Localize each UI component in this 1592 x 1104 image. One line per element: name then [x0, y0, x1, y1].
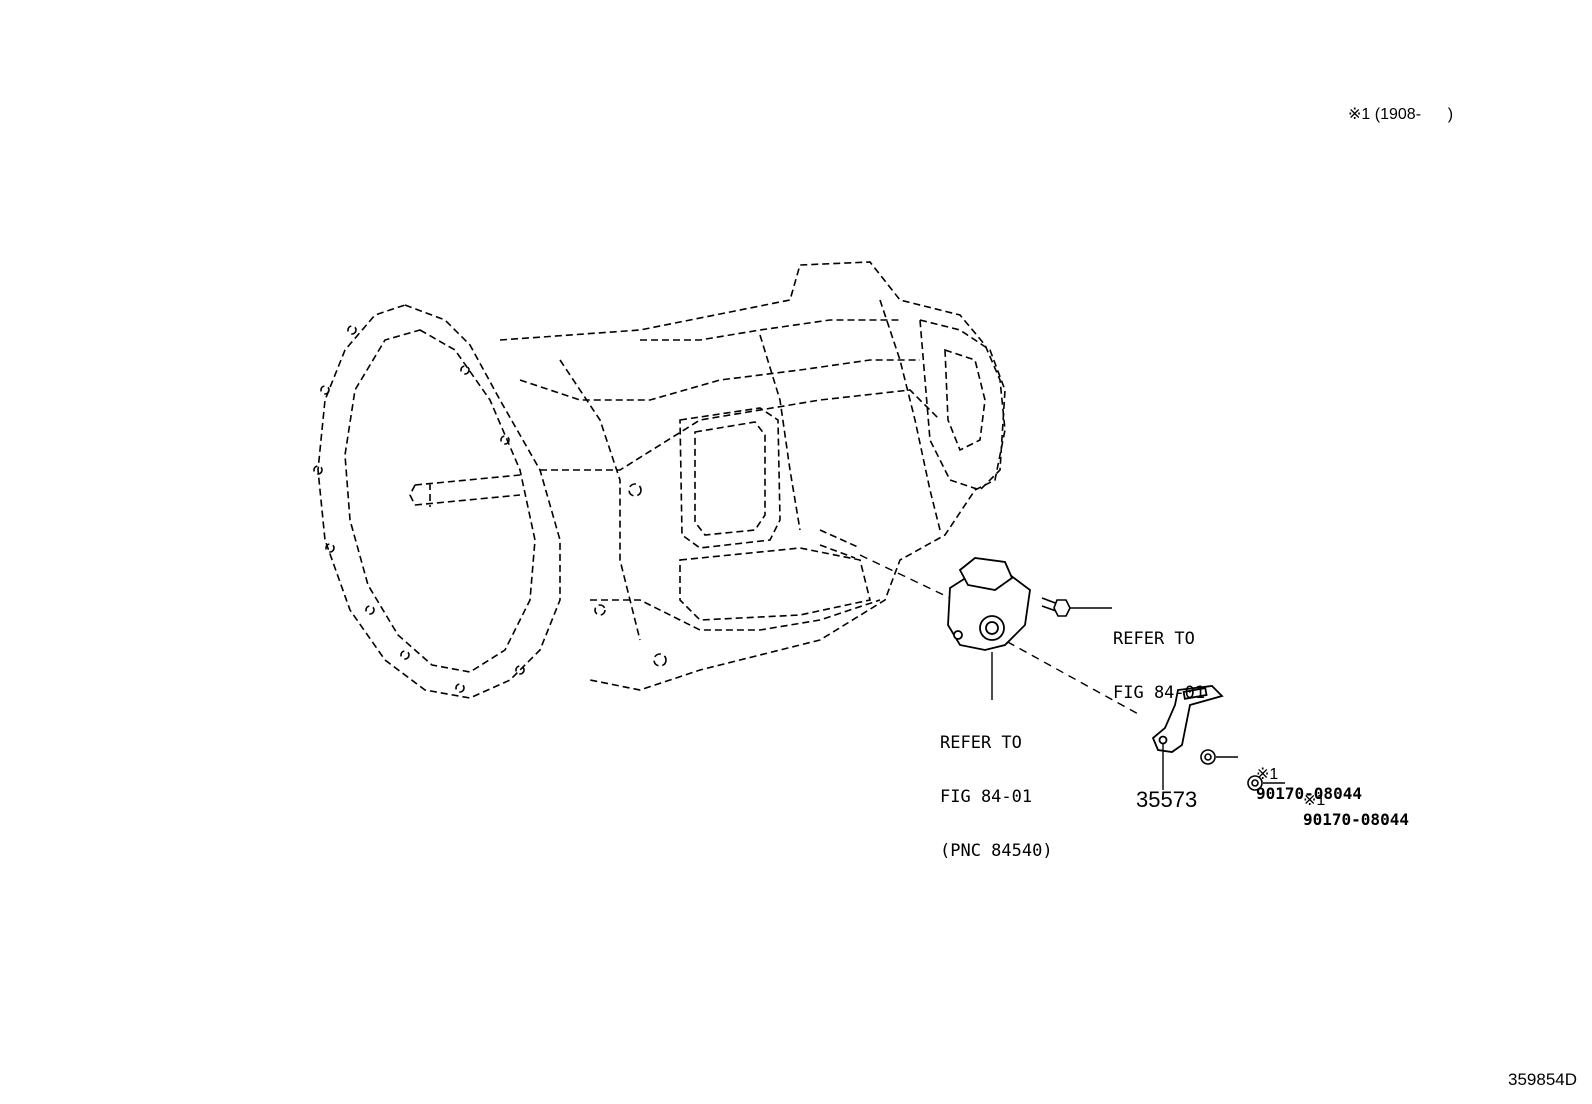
bolt-icon [1041, 597, 1071, 617]
valve-body [679, 547, 871, 621]
nut-2-part-number: 90170-08044 [1303, 810, 1409, 829]
bolt-head [1053, 599, 1071, 617]
bracket-body [1151, 685, 1224, 753]
note-date-range: (1908- ) [1374, 106, 1454, 123]
lower-case [590, 599, 881, 631]
switch-refer-line2: FIG 84-01 [940, 787, 1033, 807]
bolt-hole [455, 683, 465, 693]
bolt-refer-label: REFER TO FIG 84-01 [1113, 594, 1205, 738]
nut-2-inner [1251, 779, 1259, 787]
main-case-rib-1 [559, 359, 641, 641]
bolt-hole [325, 543, 335, 553]
bolt-hole [313, 465, 323, 475]
effective-date-note: ※1 (1908- ) [1348, 104, 1453, 124]
guide-line-shaft [859, 554, 951, 599]
bolt-refer-line2: FIG 84-01 [1113, 683, 1206, 703]
side-cover-inner [694, 421, 766, 536]
switch-boss-hole [985, 621, 999, 635]
main-case-rib-4 [879, 299, 941, 531]
main-case-rib-5 [519, 359, 920, 401]
nut-1-callout: ※1 90170-08044 [1240, 746, 1362, 822]
switch-refer-line1: REFER TO [940, 733, 1022, 753]
bracket-hole [1158, 735, 1168, 745]
nut-icon [1200, 749, 1263, 791]
nut-1-mark: ※1 [1256, 766, 1279, 783]
bracket-icon [1151, 685, 1224, 753]
transmission-assembly [313, 261, 1006, 699]
bolt-hole [653, 653, 667, 667]
bolt-hole [347, 325, 357, 335]
input-shaft [409, 474, 521, 507]
bolt-hole [320, 385, 330, 395]
bell-housing-outline [317, 304, 561, 699]
bolt-refer-line1: REFER TO [1113, 629, 1195, 649]
nut-1-inner [1204, 753, 1212, 761]
main-case-lower [540, 389, 941, 471]
bolt-hole [365, 605, 375, 615]
nut-2-mark: ※1 [1303, 792, 1326, 809]
bolt-hole [460, 365, 470, 375]
bolt-hole [628, 483, 642, 497]
switch-connector [958, 557, 1014, 591]
bolt-hole [594, 604, 606, 616]
main-case-rib-2 [640, 319, 900, 341]
bell-housing-inner [344, 329, 536, 673]
bolt-hole [400, 650, 410, 660]
assembly-guide-lines [859, 554, 1141, 716]
diagram-id: 359854D [1508, 1070, 1578, 1089]
note-mark: ※1 [1348, 106, 1371, 123]
bracket-slot [1182, 687, 1208, 700]
bolt-hole [500, 435, 510, 445]
nut-2-callout: ※1 90170-08044 [1287, 772, 1409, 848]
side-cover [679, 407, 781, 549]
main-case-rib-3 [759, 334, 801, 531]
bracket-part-number: 35573 [1136, 787, 1198, 812]
switch-refer-label: REFER TO FIG 84-01 (PNC 84540) [940, 698, 1053, 896]
leader-lines [991, 607, 1285, 790]
main-case-top [499, 261, 1006, 691]
switch-mount-hole [953, 630, 963, 640]
manual-shaft [819, 529, 861, 559]
rear-housing [919, 318, 1006, 491]
rear-housing-detail [944, 348, 986, 452]
neutral-start-switch [947, 557, 1031, 651]
nut-1-part-number: 90170-08044 [1256, 784, 1362, 803]
bolt-hole [515, 665, 525, 675]
switch-refer-line3: (PNC 84540) [940, 841, 1053, 861]
